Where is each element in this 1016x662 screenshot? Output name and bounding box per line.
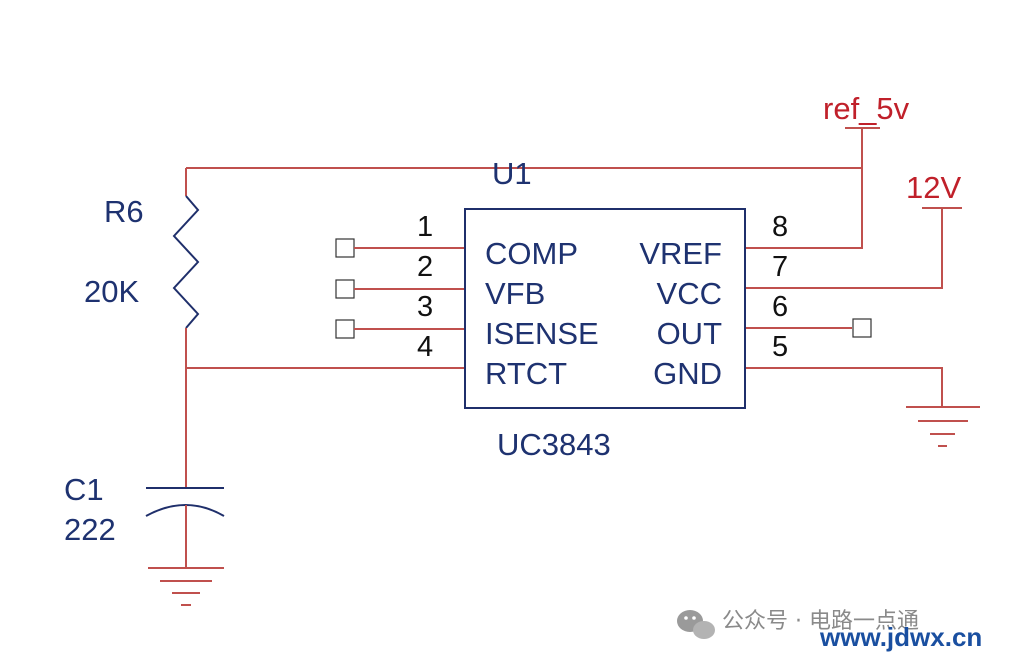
pin-name-gnd: GND bbox=[653, 356, 722, 391]
ic-part-label: UC3843 bbox=[497, 427, 611, 462]
pin-name-out: OUT bbox=[657, 316, 723, 351]
pin-num-3: 3 bbox=[417, 291, 433, 323]
ic-ref-label: U1 bbox=[492, 156, 532, 191]
c1-ref-label: C1 bbox=[64, 472, 104, 507]
wire-vcc bbox=[745, 208, 943, 289]
r6-value-label: 20K bbox=[84, 274, 139, 309]
pin-name-rtct: RTCT bbox=[485, 356, 567, 391]
pin-name-vcc: VCC bbox=[657, 276, 722, 311]
pin-num-6: 6 bbox=[772, 291, 788, 323]
wire-vref bbox=[745, 128, 863, 249]
wire-gnd bbox=[745, 367, 943, 406]
isense-unconnected-marker bbox=[335, 319, 355, 339]
net-label-ref-5v: ref_5v bbox=[823, 91, 910, 126]
pin-num-1: 1 bbox=[417, 211, 433, 243]
ground-icon-ic bbox=[906, 406, 980, 447]
pin-num-4: 4 bbox=[417, 331, 433, 363]
c1-value-label: 222 bbox=[64, 512, 116, 547]
pin-name-vfb: VFB bbox=[485, 276, 545, 311]
pin-num-5: 5 bbox=[772, 331, 788, 363]
watermark-account: 公众号 · 电路一点通 bbox=[722, 609, 919, 634]
pin-name-isense: ISENSE bbox=[485, 316, 599, 351]
pin-name-comp: COMP bbox=[485, 236, 578, 271]
watermark-site: www.jdwx.cn bbox=[819, 622, 982, 652]
pin-num-7: 7 bbox=[772, 251, 788, 283]
net-label-12v: 12V bbox=[906, 170, 961, 205]
pin-num-8: 8 bbox=[772, 211, 788, 243]
pin-name-vref: VREF bbox=[639, 236, 722, 271]
vfb-unconnected-marker bbox=[335, 279, 355, 299]
ground-icon-c1 bbox=[148, 567, 224, 606]
pin-num-2: 2 bbox=[417, 251, 433, 283]
ic-body bbox=[464, 208, 746, 409]
resistor-icon-r6 bbox=[172, 195, 200, 329]
wechat-icon bbox=[677, 610, 715, 639]
out-unconnected-marker bbox=[852, 318, 872, 338]
comp-unconnected-marker bbox=[335, 238, 355, 258]
r6-ref-label: R6 bbox=[104, 194, 144, 229]
